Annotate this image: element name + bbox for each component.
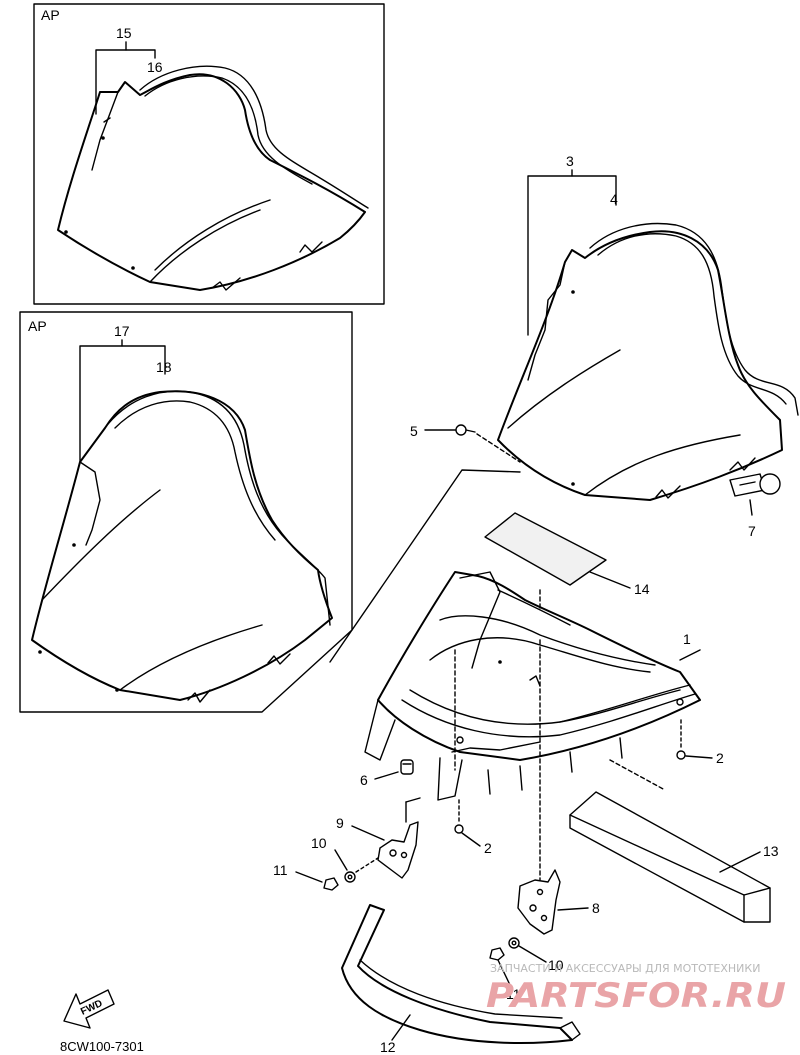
callout-2-right: 2 <box>716 750 724 766</box>
screw-2-right: 2 <box>676 719 724 766</box>
bolt-5: 5 <box>410 423 521 463</box>
callout-11-right: 11 <box>506 986 521 1002</box>
callout-4: 4 <box>610 191 618 207</box>
watermark: ЗАПЧАСТИ И АКСЕССУАРЫ ДЛЯ МОТОТЕХНИКИ PA… <box>486 962 786 1016</box>
diagram-code: 8CW100-7301 <box>60 1039 144 1054</box>
inset-box-top: AP 15 16 <box>33 3 385 305</box>
watermark-brand: PARTSFOR.RU <box>486 976 786 1016</box>
inset-box-bottom: AP 17 18 <box>19 311 353 713</box>
callout-15: 15 <box>116 25 132 41</box>
callout-18: 18 <box>156 359 172 375</box>
callout-16: 16 <box>147 59 163 75</box>
nut-11-right: 11 <box>489 947 521 1002</box>
collar-6: 6 <box>360 759 414 788</box>
callout-6: 6 <box>360 772 368 788</box>
windscreen-17: 17 18 <box>31 323 333 703</box>
inset-label-top: AP <box>41 7 60 23</box>
bracket-8: 8 <box>517 869 600 935</box>
fwd-arrow-icon: FWD <box>63 989 115 1029</box>
inset-label-bottom: AP <box>28 318 47 334</box>
callout-5: 5 <box>410 423 418 439</box>
callout-3: 3 <box>566 153 574 169</box>
nut-11-left: 11 <box>273 862 339 891</box>
connector-line <box>329 469 521 663</box>
watermark-tagline: ЗАПЧАСТИ И АКСЕССУАРЫ ДЛЯ МОТОТЕХНИКИ <box>490 962 760 975</box>
washer-10-right: 10 <box>508 937 564 973</box>
screw-2-bottom: 2 <box>454 799 492 856</box>
callout-14: 14 <box>634 581 650 597</box>
callout-13: 13 <box>763 843 779 859</box>
trim-12: 12 <box>341 904 581 1055</box>
washer-10-left: 10 <box>311 835 379 883</box>
callout-10-left: 10 <box>311 835 327 851</box>
windscreen-3: 3 4 <box>497 153 799 501</box>
callout-1: 1 <box>683 631 691 647</box>
callout-12: 12 <box>380 1039 396 1055</box>
callout-9: 9 <box>336 815 344 831</box>
cowling-1: 1 <box>364 571 701 881</box>
callout-17: 17 <box>114 323 130 339</box>
callout-2-bottom: 2 <box>484 840 492 856</box>
bracket-9: 9 <box>336 797 421 879</box>
sticker-14: 14 <box>484 512 650 597</box>
callout-8: 8 <box>592 900 600 916</box>
callout-10-right: 10 <box>548 957 564 973</box>
grommet-7: 7 <box>729 473 781 539</box>
callout-7: 7 <box>748 523 756 539</box>
windscreen-15: 15 16 <box>57 25 369 291</box>
pad-13: 13 <box>569 791 779 923</box>
callout-11-left: 11 <box>273 862 288 878</box>
